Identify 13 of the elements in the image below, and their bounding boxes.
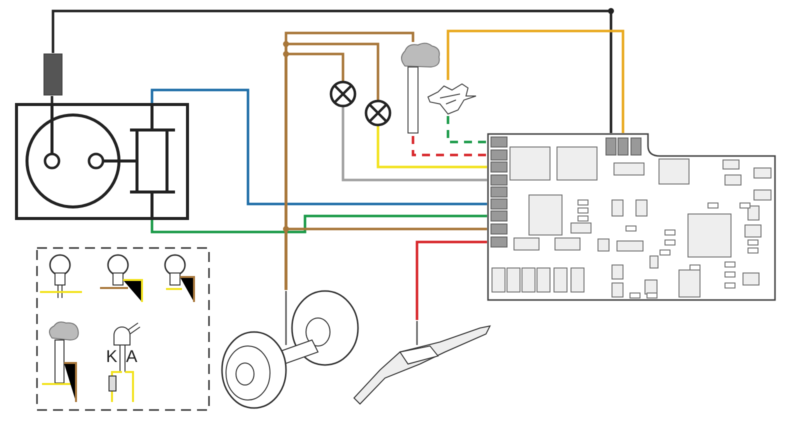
- pin-label: K: [106, 348, 118, 365]
- wire: [150, 88, 487, 206]
- wire: [446, 116, 487, 144]
- pin-label: A: [126, 348, 138, 365]
- wire: [342, 107, 487, 182]
- wire: [412, 136, 487, 156]
- wire: [416, 240, 487, 320]
- wire: [150, 214, 487, 234]
- wire: [284, 32, 414, 290]
- wire: [52, 10, 612, 133]
- wire: [50, 96, 54, 103]
- wire: [376, 126, 487, 168]
- wire: [446, 30, 624, 133]
